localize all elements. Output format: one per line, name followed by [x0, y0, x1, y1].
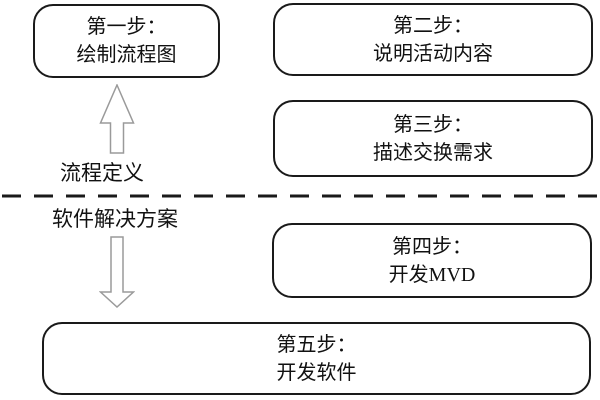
step4-title: 第四步： [392, 235, 472, 258]
step5-box: 第五步： 开发软件 [42, 322, 591, 395]
up-arrow-icon [99, 84, 135, 154]
step3-title: 第三步： [393, 113, 473, 136]
step3-box: 第三步： 描述交换需求 [273, 100, 593, 177]
step2-box: 第二步： 说明活动内容 [273, 3, 593, 76]
step5-description: 开发软件 [276, 361, 357, 384]
step2-title: 第二步： [393, 14, 473, 37]
section-divider-dashed-line [2, 194, 600, 198]
software-solution-label: 软件解决方案 [52, 207, 178, 231]
step2-description: 说明活动内容 [373, 42, 493, 65]
step4-description: 开发MVD [388, 263, 476, 286]
down-arrow-icon [99, 236, 135, 308]
step5-title: 第五步： [276, 333, 357, 356]
process-definition-label: 流程定义 [60, 161, 144, 185]
step1-title: 第一步： [86, 16, 167, 38]
step1-description: 绘制流程图 [76, 44, 177, 66]
step1-box: 第一步： 绘制流程图 [33, 4, 220, 78]
step3-description: 描述交换需求 [373, 141, 493, 164]
step4-box: 第四步： 开发MVD [272, 223, 592, 298]
